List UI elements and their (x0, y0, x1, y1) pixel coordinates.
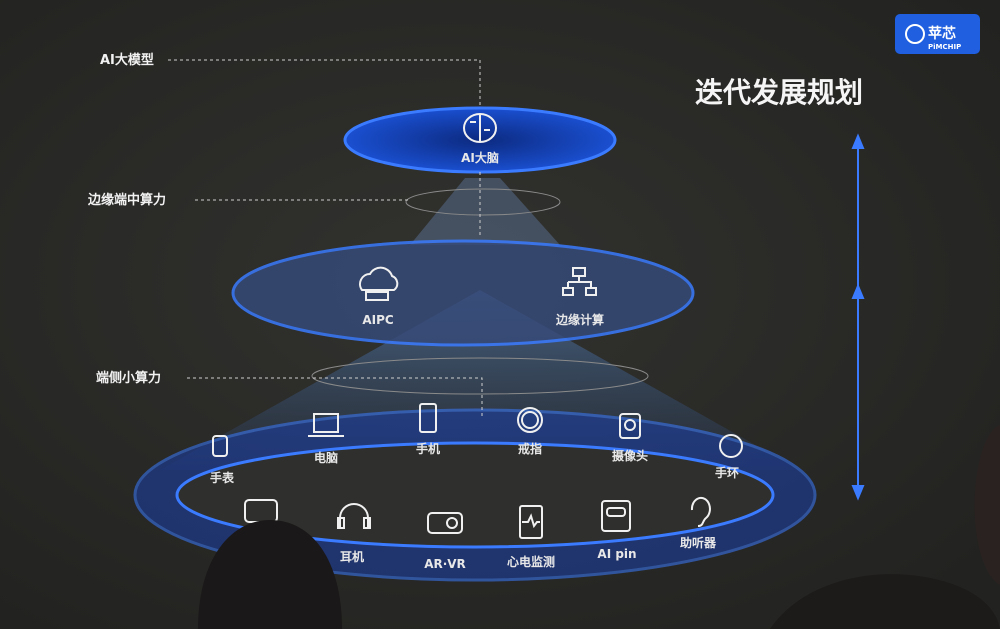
label-camera: 摄像头 (612, 448, 648, 463)
chip-logo-icon (905, 24, 925, 44)
camera-icon (619, 413, 641, 439)
label-watch: 手表 (210, 470, 235, 485)
label-aipc: AIPC (362, 313, 394, 327)
phone-icon (419, 403, 437, 433)
label-ai-brain: AI大脑 (461, 150, 499, 165)
label-edge-compute: 边缘计算 (555, 312, 604, 327)
label-ai-pin: AI pin (597, 547, 636, 561)
edge-disc (231, 239, 695, 347)
ring-icon (517, 407, 543, 433)
brain-icon (463, 113, 497, 143)
ai-pin-icon (601, 500, 631, 532)
logo-cn: 苹芯 (928, 25, 956, 42)
band-icon (719, 434, 743, 458)
audience-head-right (770, 574, 1000, 629)
page-title: 迭代发展规划 (695, 76, 863, 109)
label-ecg: 心电监测 (507, 554, 555, 569)
hearing-aid-icon (690, 496, 711, 527)
logo-en: PiMCHIP (928, 43, 961, 51)
cone-upper (410, 178, 560, 245)
label-computer: 电脑 (314, 450, 338, 465)
pimchip-logo: 苹芯 PiMCHIP (895, 14, 980, 54)
audience-head-edge (974, 425, 1000, 585)
label-ring: 戒指 (518, 441, 542, 456)
side-label-edge: 边缘端中算力 (87, 192, 166, 208)
device-ring-inner (175, 441, 775, 549)
label-band: 手环 (715, 465, 739, 480)
side-label-device: 端侧小算力 (96, 370, 161, 386)
leader-ai-model (168, 59, 481, 108)
cloud-pc-icon (359, 266, 399, 301)
label-hearing-aid: 助听器 (680, 535, 717, 550)
ecg-monitor-icon (519, 505, 543, 539)
small-compute-ring (311, 357, 649, 395)
iteration-arrow (851, 133, 865, 501)
side-label-ai-model: AI大模型 (100, 52, 154, 68)
mid-compute-ring (405, 188, 561, 216)
leader-device (187, 377, 483, 418)
vr-headset-icon (427, 512, 463, 534)
watch-icon (212, 435, 228, 457)
headset-icon (337, 503, 371, 529)
laptop-icon (308, 413, 344, 437)
label-ar-vr: AR·VR (424, 557, 466, 571)
label-phone: 手机 (416, 441, 440, 456)
hierarchy-icon (562, 267, 597, 296)
audience-head-left (198, 520, 342, 629)
label-headphones: 耳机 (340, 549, 364, 564)
